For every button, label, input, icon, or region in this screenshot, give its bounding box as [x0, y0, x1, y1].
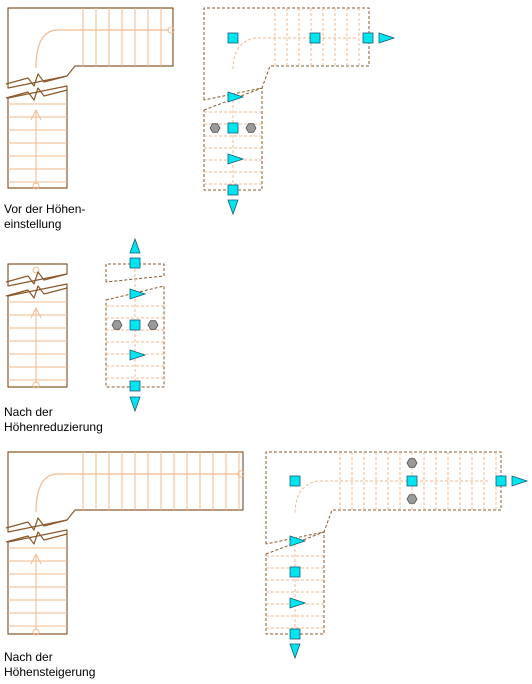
- cyan-square-grip-icon: [289, 475, 301, 487]
- cyan-triangle-grip-icon: [129, 349, 147, 361]
- cyan-square-grip-icon: [362, 32, 374, 44]
- cyan-square-grip-icon: [227, 122, 239, 134]
- caption-increased-line2: Höhensteigerung: [4, 665, 96, 679]
- walkline-end-circle: [237, 470, 245, 478]
- cyan-square-grip-icon: [309, 32, 321, 44]
- cyan-triangle-grip-icon: [511, 475, 529, 487]
- walkline-start-circle: [32, 381, 40, 389]
- grips-layer: [111, 32, 529, 660]
- caption-reduced-line2: Höhenreduzierung: [4, 420, 103, 434]
- cyan-square-grip-icon: [289, 628, 301, 640]
- caption-increased-line1: Nach der: [4, 650, 53, 664]
- break-line-bottom: [5, 87, 68, 101]
- break-line-top: [5, 73, 68, 87]
- cyan-square-grip-icon: [129, 257, 141, 269]
- walkline-arrow: [35, 29, 169, 69]
- stair-plan-reduced: [5, 263, 68, 389]
- dashed-walkline: [294, 480, 488, 515]
- walkline-arrowhead: [30, 553, 42, 565]
- gray-hexagon-grip-icon: [147, 320, 159, 330]
- dashed-outline: [203, 7, 370, 191]
- gray-hexagon-grip-icon: [209, 123, 221, 133]
- lower-flight-outline: [7, 283, 68, 388]
- caption-increased: Nach der Höhensteigerung: [4, 650, 95, 680]
- cyan-triangle-grip-icon: [129, 396, 141, 413]
- gray-hexagon-grip-icon: [406, 458, 418, 468]
- break-line-top: [5, 517, 68, 531]
- dashed-outline: [105, 263, 165, 388]
- walkline-end-circle: [167, 26, 175, 34]
- stair-plan-before: [5, 7, 175, 190]
- walkline-start-circle: [32, 182, 40, 190]
- break-line-bottom: [5, 285, 68, 299]
- caption-before-line2: einstellung: [4, 217, 62, 231]
- caption-before: Vor der Höhen- einstellung: [4, 202, 85, 232]
- dashed-walkline: [232, 37, 356, 71]
- cyan-square-grip-icon: [289, 566, 301, 578]
- stair-edit-increased: [265, 451, 502, 635]
- cyan-triangle-grip-icon: [289, 643, 301, 660]
- walkline-arrowhead: [30, 109, 42, 121]
- cyan-square-grip-icon: [495, 475, 507, 487]
- cyan-square-grip-icon: [129, 380, 141, 392]
- dashed-outline: [265, 451, 502, 635]
- walkline-arrow: [35, 473, 239, 513]
- cyan-triangle-grip-icon: [289, 597, 307, 609]
- walkline-start-circle: [32, 628, 40, 636]
- cyan-triangle-grip-icon: [378, 32, 396, 44]
- cyan-triangle-grip-icon: [227, 153, 245, 165]
- cyan-triangle-grip-icon: [129, 288, 147, 300]
- cyan-square-grip-icon: [227, 32, 239, 44]
- cyan-square-grip-icon: [406, 475, 418, 487]
- stair-edit-before: [203, 7, 370, 191]
- caption-before-line1: Vor der Höhen-: [4, 202, 86, 216]
- cyan-square-grip-icon: [227, 184, 239, 196]
- upper-flight-outline: [7, 451, 244, 533]
- gray-hexagon-grip-icon: [111, 320, 123, 330]
- lower-flight-outline: [7, 529, 68, 635]
- lower-flight-outline: [7, 85, 68, 189]
- cyan-square-grip-icon: [129, 319, 141, 331]
- caption-reduced: Nach der Höhenreduzierung: [4, 405, 103, 435]
- stair-plan-increased: [5, 451, 245, 636]
- cyan-triangle-grip-icon: [227, 199, 239, 216]
- cyan-triangle-grip-icon: [227, 91, 245, 103]
- caption-reduced-line1: Nach der: [4, 405, 53, 419]
- walkline-arrowhead: [30, 307, 42, 319]
- gray-hexagon-grip-icon: [406, 494, 418, 504]
- break-line-top: [5, 271, 68, 285]
- cyan-triangle-grip-icon: [129, 237, 141, 254]
- gray-hexagon-grip-icon: [245, 123, 257, 133]
- cyan-triangle-grip-icon: [289, 535, 307, 547]
- walkline-end-circle: [32, 266, 40, 274]
- break-line-bottom: [5, 531, 68, 545]
- upper-flight-outline: [7, 263, 68, 287]
